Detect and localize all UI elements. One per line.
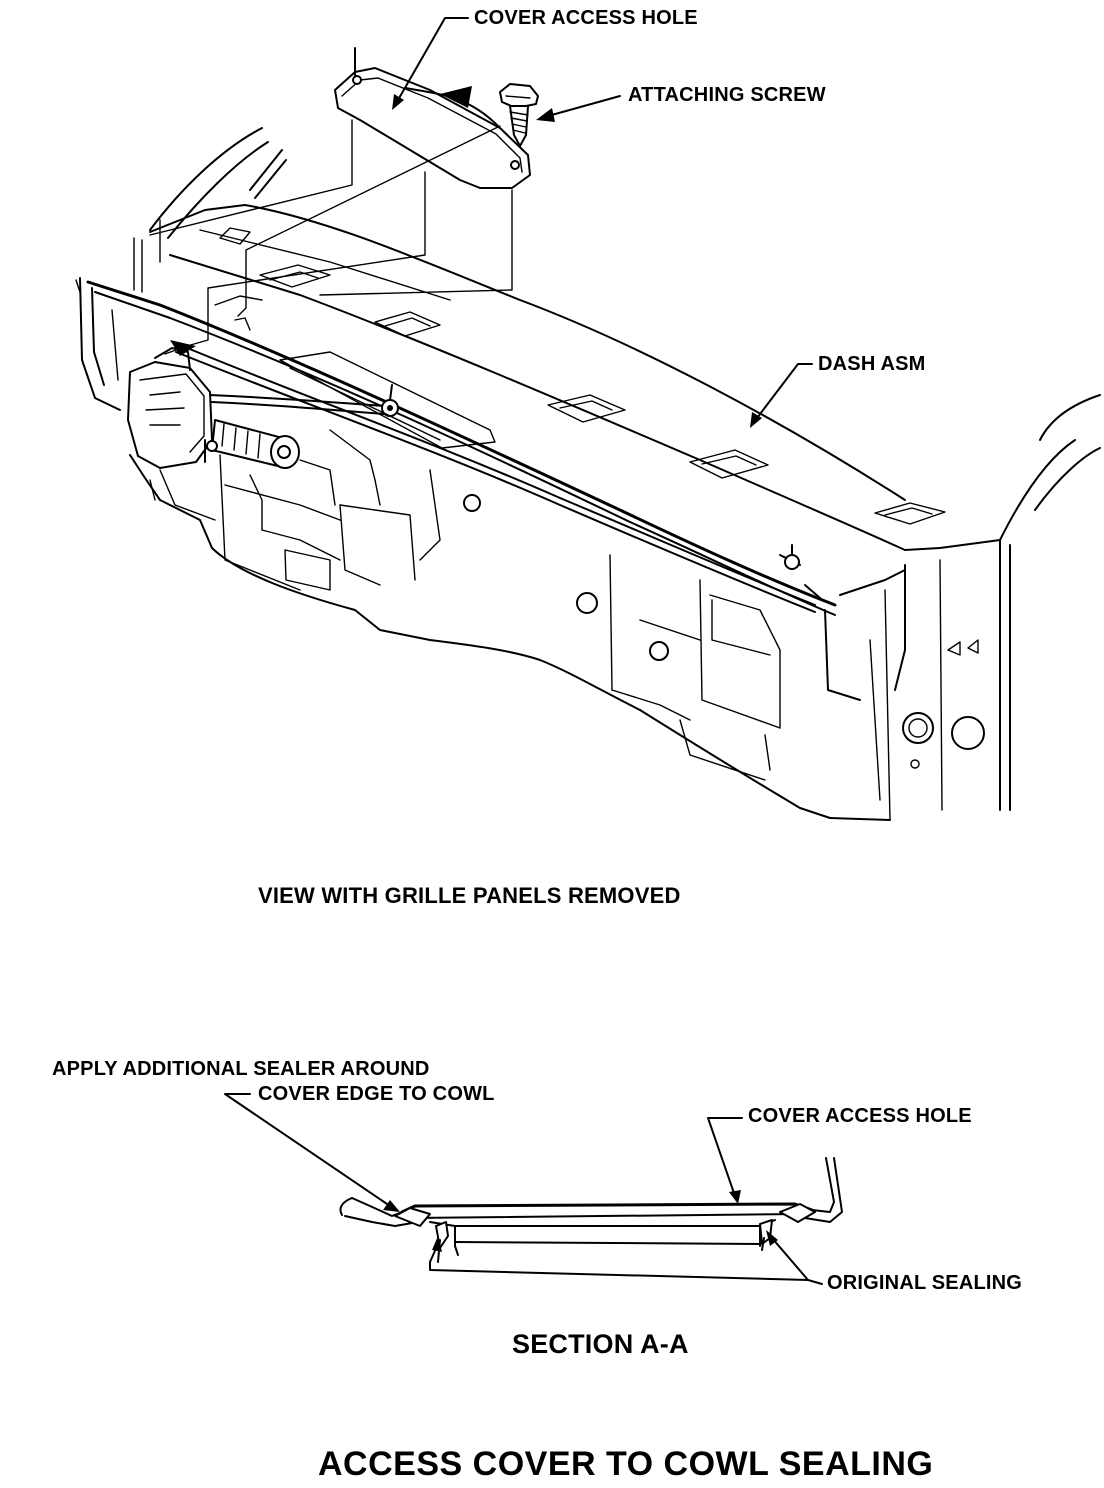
dash-assembly-view bbox=[75, 127, 1101, 821]
label-original-sealing: ORIGINAL SEALING bbox=[827, 1272, 1023, 1294]
main-title: ACCESS COVER TO COWL SEALING bbox=[318, 1445, 934, 1483]
leader-cover-access-hole-section bbox=[707, 1117, 743, 1204]
label-cover-access-hole-section: COVER ACCESS HOLE bbox=[748, 1105, 972, 1127]
leader-attaching-screw bbox=[536, 95, 621, 122]
cover-alignment-lines bbox=[149, 119, 513, 349]
label-attaching-screw: ATTACHING SCREW bbox=[628, 84, 826, 106]
label-apply-sealer-line2: COVER EDGE TO COWL bbox=[258, 1083, 495, 1105]
caption-section-a-a: SECTION A-A bbox=[512, 1329, 689, 1359]
access-cover-panel bbox=[334, 47, 531, 189]
leader-dash-asm bbox=[750, 363, 813, 428]
label-dash-asm: DASH ASM bbox=[818, 353, 926, 375]
attaching-screw bbox=[499, 83, 539, 147]
section-a-a-drawing bbox=[339, 1157, 843, 1263]
leader-apply-sealer bbox=[224, 1093, 400, 1212]
leader-cover-access-hole-top bbox=[392, 17, 469, 110]
caption-view-grille-removed: VIEW WITH GRILLE PANELS REMOVED bbox=[258, 883, 681, 908]
label-cover-access-hole-top: COVER ACCESS HOLE bbox=[474, 7, 698, 29]
label-apply-sealer-line1: APPLY ADDITIONAL SEALER AROUND bbox=[52, 1058, 430, 1080]
leader-original-sealing bbox=[429, 1230, 823, 1285]
